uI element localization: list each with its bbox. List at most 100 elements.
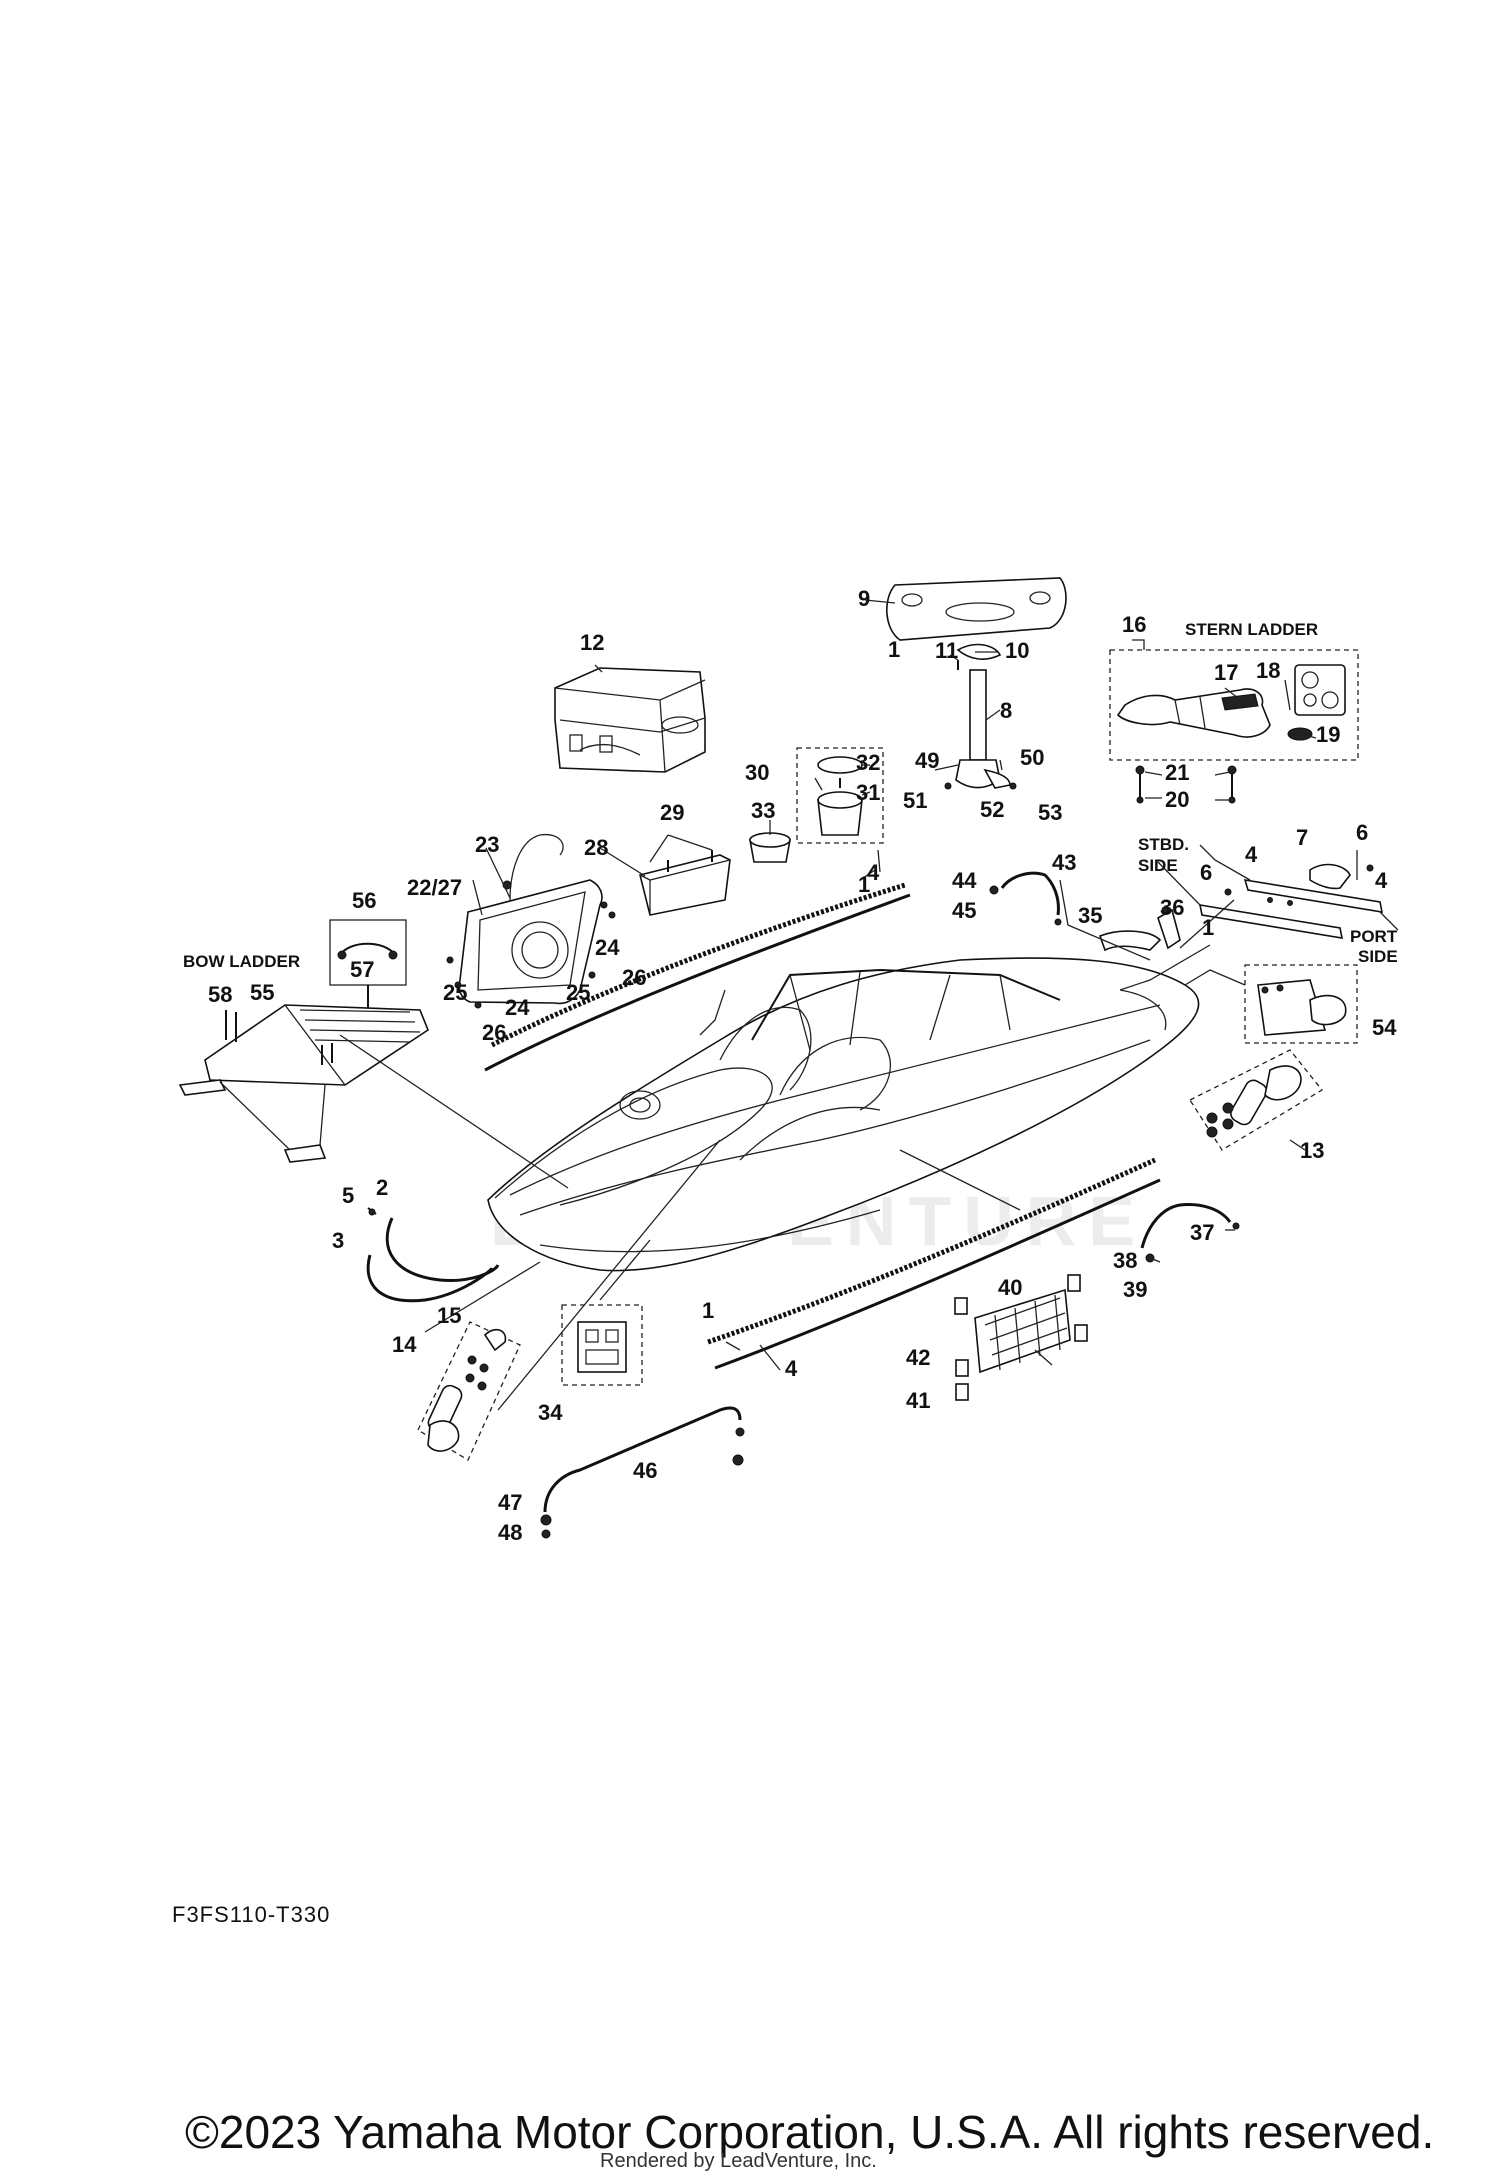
cup-holder-assembly bbox=[749, 747, 884, 863]
callout-34: 34 bbox=[538, 1400, 563, 1425]
note-port-side: SIDE bbox=[1358, 947, 1398, 966]
note-stern-ladder: STERN LADDER bbox=[1185, 620, 1318, 639]
callout-17: 17 bbox=[1214, 660, 1238, 685]
side-brackets bbox=[1198, 863, 1384, 939]
callout-20: 20 bbox=[1165, 787, 1189, 812]
part-storage-tray bbox=[639, 850, 731, 916]
stern-ladder-assembly bbox=[1109, 649, 1359, 804]
part-switch-panel bbox=[561, 1304, 643, 1386]
callout-1-c: 1 bbox=[1202, 915, 1214, 940]
callout-47: 47 bbox=[498, 1490, 522, 1515]
part-pedestal bbox=[944, 669, 1017, 790]
callout-49: 49 bbox=[915, 748, 939, 773]
callout-12: 12 bbox=[580, 630, 604, 655]
diagram-code: F3FS110-T330 bbox=[172, 1902, 331, 1927]
copyright-notice: ©2023 Yamaha Motor Corporation, U.S.A. A… bbox=[185, 2106, 1435, 2158]
callout-40: 40 bbox=[998, 1275, 1022, 1300]
boat-hull bbox=[487, 957, 1200, 1272]
callout-7: 7 bbox=[1296, 825, 1308, 850]
callout-50: 50 bbox=[1020, 745, 1044, 770]
callout-19: 19 bbox=[1316, 722, 1340, 747]
part-glove-box bbox=[446, 833, 616, 1009]
callout-16: 16 bbox=[1122, 612, 1146, 637]
callout-24-b: 24 bbox=[505, 995, 530, 1020]
callout-8: 8 bbox=[1000, 698, 1012, 723]
callout-28: 28 bbox=[584, 835, 608, 860]
callout-2: 2 bbox=[376, 1175, 388, 1200]
callout-39: 39 bbox=[1123, 1277, 1147, 1302]
note-port: PORT bbox=[1350, 927, 1398, 946]
callout-25-a: 25 bbox=[443, 980, 467, 1005]
callout-46: 46 bbox=[633, 1458, 657, 1483]
part-cleat-stern bbox=[1189, 1049, 1323, 1151]
callout-14: 14 bbox=[392, 1332, 417, 1357]
rendered-by-credit: Rendered by LeadVenture, Inc. bbox=[600, 2150, 877, 2172]
callout-56: 56 bbox=[352, 888, 376, 913]
callout-1-d: 1 bbox=[702, 1298, 714, 1323]
callout-3: 3 bbox=[332, 1228, 344, 1253]
callout-55: 55 bbox=[250, 980, 274, 1005]
callout-11: 11 bbox=[935, 638, 958, 663]
part-handrail-46 bbox=[540, 1406, 745, 1539]
callout-44: 44 bbox=[952, 868, 977, 893]
note-stbd-side: SIDE bbox=[1138, 856, 1178, 875]
callout-33: 33 bbox=[751, 798, 775, 823]
part-table-bracket bbox=[956, 643, 1002, 670]
callout-57: 57 bbox=[350, 957, 374, 982]
rub-strips bbox=[484, 882, 1161, 1370]
part-cleat-bow bbox=[417, 1321, 521, 1461]
callout-29: 29 bbox=[660, 800, 684, 825]
part-cargo-net bbox=[954, 1274, 1088, 1401]
callout-52: 52 bbox=[980, 797, 1004, 822]
callout-45: 45 bbox=[952, 898, 976, 923]
callout-6-a: 6 bbox=[1200, 860, 1212, 885]
callout-43: 43 bbox=[1052, 850, 1076, 875]
callout-10: 10 bbox=[1005, 638, 1029, 663]
callout-58: 58 bbox=[208, 982, 232, 1007]
callout-23: 23 bbox=[475, 832, 499, 857]
callout-labels: 1 1 1 1 2 3 4 4 4 4 5 6 6 7 8 9 10 11 12… bbox=[208, 586, 1397, 1545]
callout-13: 13 bbox=[1300, 1138, 1324, 1163]
callout-32: 32 bbox=[856, 750, 880, 775]
leader-lines bbox=[339, 599, 1399, 1411]
callout-1-a: 1 bbox=[888, 637, 900, 662]
callout-6-b: 6 bbox=[1356, 820, 1368, 845]
callout-48: 48 bbox=[498, 1520, 522, 1545]
callout-4-c: 4 bbox=[1375, 868, 1388, 893]
callout-35: 35 bbox=[1078, 903, 1102, 928]
callout-51: 51 bbox=[903, 788, 927, 813]
callout-38: 38 bbox=[1113, 1248, 1137, 1273]
callout-9: 9 bbox=[858, 586, 870, 611]
callout-42: 42 bbox=[906, 1345, 930, 1370]
callout-30: 30 bbox=[745, 760, 769, 785]
callout-54: 54 bbox=[1372, 1015, 1397, 1040]
callout-15: 15 bbox=[437, 1303, 461, 1328]
callout-53: 53 bbox=[1038, 800, 1062, 825]
callout-1-b: 1 bbox=[858, 872, 870, 897]
callout-4-d: 4 bbox=[785, 1356, 798, 1381]
callout-41: 41 bbox=[906, 1388, 930, 1413]
callout-25-b: 25 bbox=[566, 980, 590, 1005]
callout-36: 36 bbox=[1160, 895, 1184, 920]
part-cooler bbox=[554, 667, 706, 773]
bow-ladder-assembly bbox=[178, 919, 429, 1163]
callout-18: 18 bbox=[1256, 658, 1280, 683]
note-bow-ladder: BOW LADDER bbox=[183, 952, 300, 971]
part-handrail-43 bbox=[989, 871, 1062, 926]
callout-26-a: 26 bbox=[622, 965, 646, 990]
callout-22-27: 22/27 bbox=[407, 875, 462, 900]
callout-4-b: 4 bbox=[1245, 842, 1258, 867]
part-tow-bracket bbox=[1244, 964, 1358, 1044]
callout-5: 5 bbox=[342, 1183, 354, 1208]
bow-trim-pieces bbox=[366, 1207, 500, 1303]
callout-37: 37 bbox=[1190, 1220, 1214, 1245]
part-table-top bbox=[885, 577, 1067, 641]
callout-4-a: 4 bbox=[867, 860, 880, 885]
callout-21: 21 bbox=[1165, 760, 1189, 785]
note-stbd: STBD. bbox=[1138, 835, 1189, 854]
callout-24-a: 24 bbox=[595, 935, 620, 960]
callout-31: 31 bbox=[856, 780, 880, 805]
diagram-notes: STERN LADDER BOW LADDER STBD. SIDE PORT … bbox=[183, 620, 1398, 971]
callout-26-b: 26 bbox=[482, 1020, 506, 1045]
